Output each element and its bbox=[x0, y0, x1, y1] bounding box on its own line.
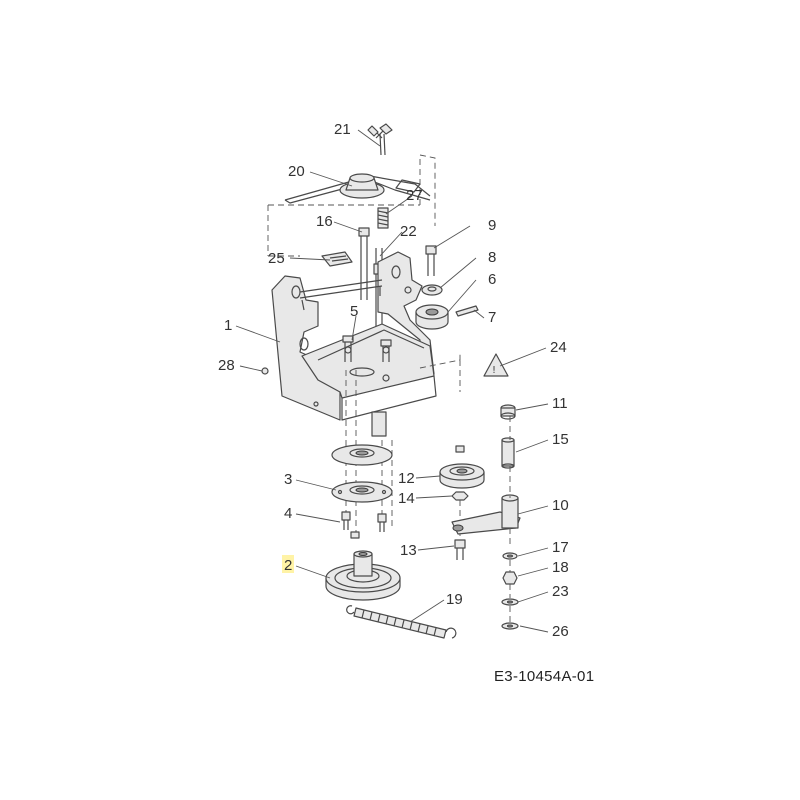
callout-15: 15 bbox=[552, 431, 569, 448]
svg-text:!: ! bbox=[492, 365, 496, 376]
callout-1: 1 bbox=[224, 317, 232, 334]
callout-22: 22 bbox=[400, 223, 417, 240]
callout-7: 7 bbox=[488, 309, 496, 326]
part-11-bushing bbox=[500, 404, 516, 420]
callout-18: 18 bbox=[552, 559, 569, 576]
callout-14: 14 bbox=[398, 490, 415, 507]
part-21-wing-screw bbox=[367, 123, 393, 156]
callout-20: 20 bbox=[288, 163, 305, 180]
callout-4: 4 bbox=[284, 505, 292, 522]
callout-26: 26 bbox=[552, 623, 569, 640]
part-6-bushing bbox=[415, 304, 449, 330]
callout-13: 13 bbox=[400, 542, 417, 559]
part-27-spring bbox=[377, 207, 389, 229]
callout-12: 12 bbox=[398, 470, 415, 487]
part-24-warning-label: ! bbox=[483, 353, 509, 377]
callout-24: 24 bbox=[550, 339, 567, 356]
part-19-spring bbox=[346, 605, 457, 639]
callout-2: 2 bbox=[284, 557, 292, 574]
part-8-washer bbox=[421, 284, 443, 296]
callout-25: 25 bbox=[268, 250, 285, 267]
part-7-pin bbox=[455, 305, 479, 317]
part-28-screw bbox=[261, 367, 269, 375]
callout-17: 17 bbox=[552, 539, 569, 556]
part-10-idler-arm bbox=[451, 494, 521, 545]
part-26-washer bbox=[501, 622, 519, 630]
part-14-nut bbox=[451, 491, 469, 501]
figure-reference-code: E3-10454A-01 bbox=[494, 668, 595, 685]
leader-lines bbox=[235, 129, 549, 633]
part-15-sleeve bbox=[501, 437, 515, 469]
part-23-washer bbox=[501, 598, 519, 606]
callout-8: 8 bbox=[488, 249, 496, 266]
part-18-nut bbox=[502, 571, 518, 585]
callout-16: 16 bbox=[316, 213, 333, 230]
part-9-screw bbox=[425, 245, 437, 276]
part-3-bearing-flanges bbox=[331, 444, 393, 503]
callout-2-highlight bbox=[282, 555, 294, 573]
part-12-idler-pulley bbox=[439, 445, 485, 489]
callout-27: 27 bbox=[406, 187, 423, 204]
callout-9: 9 bbox=[488, 217, 496, 234]
part-2-pulley bbox=[325, 550, 401, 601]
callout-3: 3 bbox=[284, 471, 292, 488]
callout-11: 11 bbox=[552, 395, 568, 412]
part-17-washer bbox=[502, 552, 518, 560]
part-5-bolts bbox=[342, 335, 392, 362]
part-4-bolts bbox=[341, 511, 387, 539]
callout-5: 5 bbox=[350, 303, 358, 320]
callout-numbers: 21 20 27 16 22 9 25 8 6 7 1 5 24 28 11 1… bbox=[218, 121, 569, 640]
callout-6: 6 bbox=[488, 271, 496, 288]
part-25-label-plate bbox=[321, 251, 353, 267]
top-assembly-dashed-box bbox=[267, 154, 436, 257]
part-1-main-housing bbox=[271, 251, 437, 437]
callout-19: 19 bbox=[446, 591, 463, 608]
callout-10: 10 bbox=[552, 497, 569, 514]
callout-28: 28 bbox=[218, 357, 235, 374]
callout-23: 23 bbox=[552, 583, 569, 600]
callout-21: 21 bbox=[334, 121, 351, 138]
